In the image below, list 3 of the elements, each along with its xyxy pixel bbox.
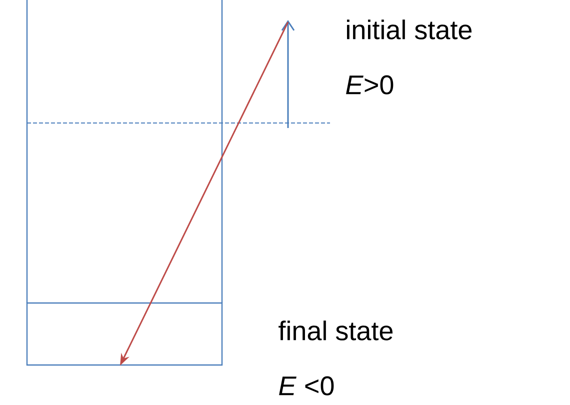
state-label: initial state E>0 — [346, 20, 472, 94]
state-label: final state E <0 — [278, 320, 393, 396]
energy-level-band — [26, 302, 223, 366]
